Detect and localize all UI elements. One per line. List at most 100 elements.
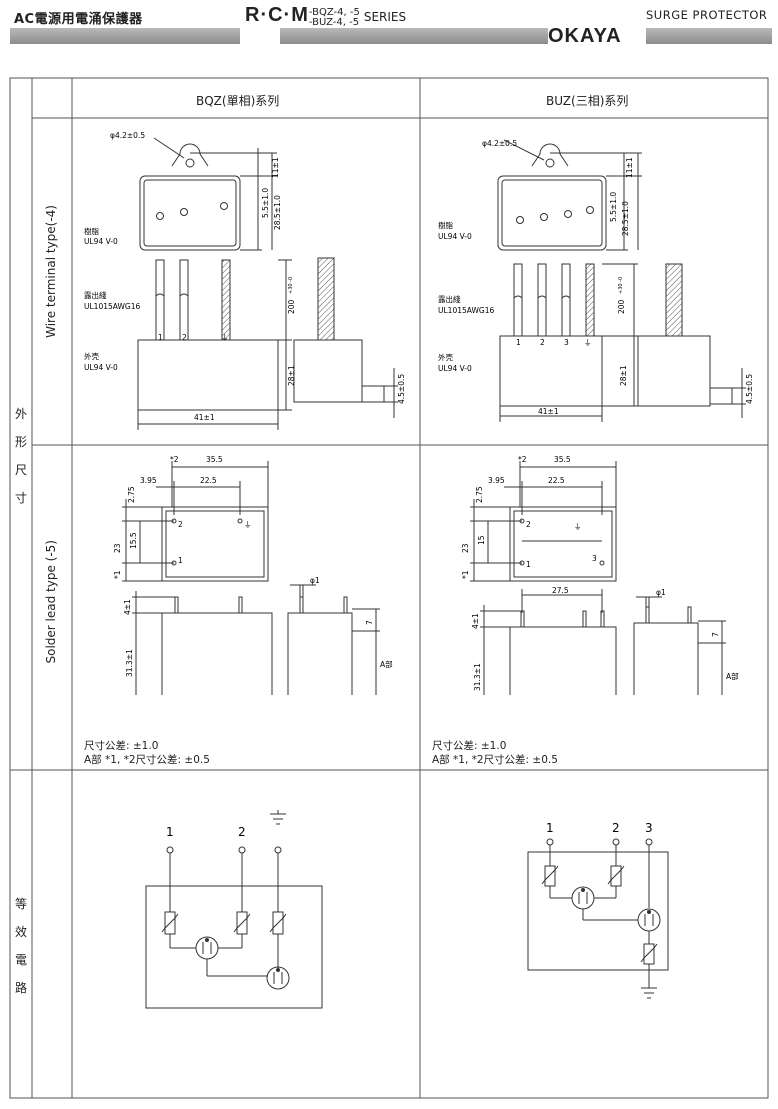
- series-models-1: -BQZ-4, -5: [308, 7, 360, 18]
- series-models: -BQZ-4, -5-BUZ-4, -5: [309, 8, 360, 28]
- buz-dim-275: 2.75: [475, 486, 484, 503]
- header-bar-left: [10, 28, 240, 44]
- buz-dim-285: 28.5±1.0: [621, 201, 630, 236]
- buz-tolerance-a: A部 *1, *2尺寸公差: ±0.5: [432, 754, 558, 766]
- buz-dim-395: 3.95: [488, 476, 505, 485]
- buz-tolerance-general: 尺寸公差: ±1.0: [432, 740, 507, 752]
- row-label-circuit-char: 電: [15, 953, 28, 967]
- bqz-equivalent-circuit: 1 2: [145, 810, 323, 1009]
- bqz-dim-45: 4.5±0.5: [397, 374, 406, 404]
- bqz-dim-41: 41±1: [194, 413, 215, 422]
- buz-dim-23: 23: [461, 543, 470, 553]
- header-bar-mid: [280, 28, 548, 44]
- bqz-tolerance-note: 尺寸公差: ±1.0 A部 *1, *2尺寸公差: ±0.5: [84, 739, 210, 767]
- bqz-ground-symbol: ⏚: [244, 520, 252, 529]
- bqz-resin-label: 樹脂: [84, 226, 99, 236]
- buz-dim-7: 7: [711, 632, 720, 637]
- buz-dim-313: 31.3±1: [473, 663, 482, 691]
- buz-dim-28: 28±1: [619, 365, 628, 386]
- bqz-dim-55: 5.5±1.0: [261, 188, 270, 218]
- buz-solder-lead-drawing: *2 35.5 3.95 22.5 2.75 23 15 *1 2 1 3 ⏚ …: [461, 455, 739, 695]
- column-header-buz: BUZ(三相)系列: [546, 94, 629, 108]
- series-models-2: -BUZ-4, -5: [308, 17, 360, 28]
- buz-case-grade: UL94 V-0: [438, 364, 472, 373]
- buz-pin-1: 1: [516, 338, 521, 347]
- bqz-dim-phi1: φ1: [310, 576, 320, 585]
- bqz-a-part: A部: [380, 659, 393, 669]
- row-label-outline-char: 形: [15, 435, 28, 449]
- buz-dim-41: 41±1: [538, 407, 559, 416]
- row-label-circuit-char: 路: [15, 981, 28, 995]
- buz-equivalent-circuit: 1 2 3: [527, 821, 669, 999]
- buz-dim-355: 35.5: [554, 455, 571, 464]
- brand-logo: OKAYA: [548, 25, 622, 47]
- bqz-pin-1: 1: [178, 556, 183, 565]
- wire-terminal-type-label: Wire terminal type(-4): [44, 205, 58, 338]
- bqz-dim-7: 7: [365, 620, 374, 625]
- buz-star1: *1: [461, 570, 470, 579]
- buz-dim-15: 15: [477, 535, 486, 545]
- bqz-dim-155: 15.5: [129, 532, 138, 549]
- buz-pin-3: 3: [592, 554, 597, 563]
- bqz-dim-28: 28±1: [287, 365, 296, 386]
- bqz-tolerance-a: A部 *1, *2尺寸公差: ±0.5: [84, 754, 210, 766]
- buz-resin-grade: UL94 V-0: [438, 232, 472, 241]
- buz-dim-200-tol: +30 -0: [618, 277, 624, 294]
- buz-lead-grade: UL1015AWG16: [438, 306, 494, 315]
- row-label-outline: 外 形 尺 寸: [15, 400, 27, 512]
- bqz-dim-275: 2.75: [127, 486, 136, 503]
- bqz-ground-symbol: ⏚: [221, 333, 229, 342]
- bqz-case-label: 外壳: [84, 351, 99, 361]
- buz-dim-11: 11±1: [625, 157, 634, 178]
- solder-lead-type-label: Solder lead type (-5): [44, 540, 58, 664]
- buz-pin-3: 3: [564, 338, 569, 347]
- buz-hole-dim: φ4.2±0.5: [482, 139, 517, 148]
- bqz-case-grade: UL94 V-0: [84, 363, 118, 372]
- bqz-solder-lead-drawing: *2 35.5 3.95 22.5 2.75 23 15.5 *1 2 1 ⏚ …: [113, 455, 393, 695]
- buz-pin-1: 1: [526, 560, 531, 569]
- bqz-star2: *2: [170, 455, 179, 464]
- bqz-lead-grade: UL1015AWG16: [84, 302, 140, 311]
- series-prefix: R·C·M: [245, 4, 309, 26]
- row-label-circuit-char: 效: [15, 925, 28, 939]
- row-label-outline-char: 寸: [15, 491, 28, 505]
- header-title: AC電源用電涌保護器: [14, 12, 143, 27]
- buz-tolerance-note: 尺寸公差: ±1.0 A部 *1, *2尺寸公差: ±0.5: [432, 739, 558, 767]
- bqz-pin-2: 2: [178, 520, 183, 529]
- row-label-circuit-char: 等: [15, 897, 28, 911]
- bqz-resin-grade: UL94 V-0: [84, 237, 118, 246]
- header-bar-right: [646, 28, 772, 44]
- row-label-outline-char: 尺: [15, 463, 28, 477]
- bqz-dim-200-tol: +30 -0: [288, 277, 294, 294]
- bqz-pin-2: 2: [182, 333, 187, 342]
- buz-case-label: 外壳: [438, 352, 453, 362]
- bqz-star1: *1: [113, 570, 122, 579]
- buz-wire-terminal-drawing: φ4.2±0.5 11±1 5.5±1.0 28.5±1.0 樹脂 UL94 V…: [438, 139, 754, 422]
- bqz-dim-23: 23: [113, 543, 122, 553]
- bqz-hole-dim: φ4.2±0.5: [110, 131, 145, 140]
- buz-terminal-3: 3: [645, 821, 653, 835]
- bqz-dim-225: 22.5: [200, 476, 217, 485]
- buz-ground-symbol: ⏚: [584, 338, 592, 347]
- buz-dim-225: 22.5: [548, 476, 565, 485]
- buz-dim-phi1: φ1: [656, 588, 666, 597]
- buz-terminal-1: 1: [546, 821, 554, 835]
- bqz-dim-313: 31.3±1: [125, 649, 134, 677]
- buz-pin-2: 2: [540, 338, 545, 347]
- buz-a-part: A部: [726, 671, 739, 681]
- row-label-circuit: 等 效 電 路: [15, 890, 27, 1002]
- bqz-terminal-1: 1: [166, 825, 174, 839]
- bqz-wire-terminal-drawing: φ4.2±0.5 11±1 5.5±1.0 28.5±1.0 樹脂 UL94 V…: [84, 131, 406, 430]
- buz-resin-label: 樹脂: [438, 220, 453, 230]
- column-header-bqz: BQZ(單相)系列: [196, 94, 280, 108]
- bqz-dim-355: 35.5: [206, 455, 223, 464]
- buz-dim-200: 200: [617, 299, 626, 314]
- bqz-dim-200: 200: [287, 299, 296, 314]
- buz-dim-55: 5.5±1.0: [609, 192, 618, 222]
- bqz-pin-1: 1: [158, 333, 163, 342]
- bqz-lead-label: 露出綫: [84, 290, 107, 300]
- buz-dim-4: 4±1: [471, 613, 480, 629]
- buz-dim-275b: 27.5: [552, 586, 569, 595]
